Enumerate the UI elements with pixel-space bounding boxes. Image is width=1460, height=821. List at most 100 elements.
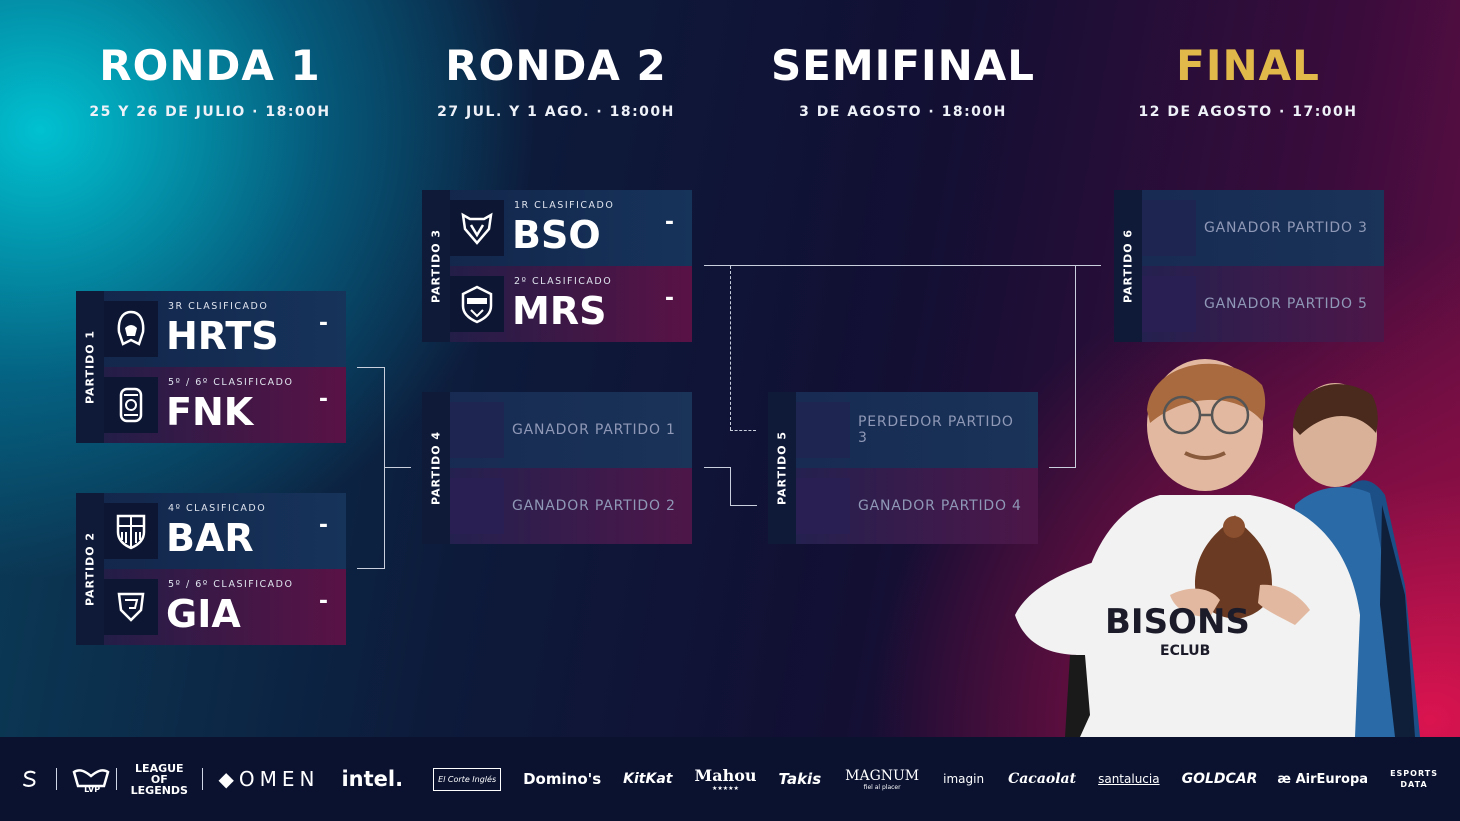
match-slot-bottom[interactable]: GANADOR PARTIDO 2 <box>422 468 692 544</box>
team-logo-gia <box>104 579 158 635</box>
match-label: PARTIDO 3 <box>422 190 450 342</box>
jersey-text: BISONS <box>1105 602 1250 642</box>
team-abbr: HRTS <box>166 314 279 358</box>
match-slot-top[interactable]: PERDEDOR PARTIDO 3 <box>768 392 1038 468</box>
final-header: FINAL 12 DE AGOSTO · 17:00H <box>1078 40 1418 120</box>
aireuropa-logo: æ AirEuropa <box>1277 771 1369 787</box>
intel-logo: intel. <box>341 767 404 791</box>
santalucia-logo: santalucia <box>1098 772 1160 786</box>
slot-placeholder-text: GANADOR PARTIDO 3 <box>1204 220 1368 236</box>
match-slot-bottom[interactable]: 5º / 6º CLASIFICADO GIA - <box>76 569 346 645</box>
slot-placeholder-text: GANADOR PARTIDO 1 <box>512 422 676 438</box>
superliga-logo <box>23 770 36 787</box>
semifinal-header: SEMIFINAL 3 DE AGOSTO · 18:00H <box>733 40 1073 120</box>
match-slot-bottom[interactable]: 5º / 6º CLASIFICADO FNK - <box>76 367 346 443</box>
bracket-connector <box>1075 265 1076 468</box>
match-slot-bottom[interactable]: 2º CLASIFICADO MRS - <box>422 266 692 342</box>
bracket-connector <box>730 505 757 506</box>
bracket-connector <box>384 367 385 569</box>
team-seed: 5º / 6º CLASIFICADO <box>168 377 294 388</box>
team-score: - <box>664 210 674 235</box>
team-score: - <box>664 286 674 311</box>
loser-connector <box>730 266 731 430</box>
team-logo-hrts <box>104 301 158 357</box>
round-date: 3 DE AGOSTO · 18:00H <box>799 104 1007 120</box>
goldcar-logo: GOLDCAR <box>1181 771 1258 787</box>
round-title: FINAL <box>1176 41 1320 90</box>
el-corte-ingles-logo: El Corte Inglés <box>433 767 502 791</box>
match-slot-top[interactable]: GANADOR PARTIDO 1 <box>422 392 692 468</box>
team-logo-placeholder <box>796 402 850 458</box>
bracket-connector <box>730 467 731 506</box>
round-title: SEMIFINAL <box>770 41 1036 90</box>
kitkat-logo: KitKat <box>623 771 673 787</box>
players-image: BISONS ECLUB <box>1015 359 1420 737</box>
sponsors-bar: LVP LEAGUE OF LEGENDS ◆OMEN intel. El Co… <box>0 737 1460 821</box>
shield-icon <box>117 592 145 622</box>
slot-placeholder-text: GANADOR PARTIDO 2 <box>512 498 676 514</box>
bracket-connector <box>357 367 385 368</box>
team-score: - <box>318 387 328 412</box>
team-score: - <box>318 589 328 614</box>
team-seed: 3R CLASIFICADO <box>168 301 269 312</box>
match-label: PARTIDO 2 <box>76 493 104 645</box>
bracket-connector <box>357 568 385 569</box>
divider <box>116 768 117 790</box>
bracket-connector <box>704 265 1101 266</box>
team-seed: 5º / 6º CLASIFICADO <box>168 579 294 590</box>
round-date: 27 JUL. Y 1 AGO. · 18:00H <box>437 104 675 120</box>
bracket-connector <box>384 467 411 468</box>
lvp-icon <box>72 769 110 788</box>
team-abbr: BAR <box>166 516 254 560</box>
esports-data-logo: ESPORTS DATA <box>1390 769 1438 789</box>
team-logo-bar <box>104 503 158 559</box>
match-label: PARTIDO 5 <box>768 392 796 544</box>
match-label: PARTIDO 6 <box>1114 190 1142 342</box>
team-abbr: FNK <box>166 390 254 434</box>
team-logo-bso <box>450 200 504 256</box>
round-2-header: RONDA 2 27 JUL. Y 1 AGO. · 18:00H <box>386 40 726 120</box>
team-logo-mrs <box>450 276 504 332</box>
round-1-header: RONDA 1 25 Y 26 DE JULIO · 18:00H <box>40 40 380 120</box>
team-seed: 2º CLASIFICADO <box>514 276 613 287</box>
lvp-logo: LVP <box>72 765 110 794</box>
imagin-logo: imagin <box>943 772 985 786</box>
jersey-subtext: ECLUB <box>1160 643 1210 659</box>
match-slot-top[interactable]: 1R CLASIFICADO BSO - <box>422 190 692 266</box>
team-abbr: MRS <box>512 289 607 333</box>
team-abbr: GIA <box>166 592 241 636</box>
match-slot-top[interactable]: 4º CLASIFICADO BAR - <box>76 493 346 569</box>
divider <box>201 768 203 790</box>
slot-placeholder-text: GANADOR PARTIDO 5 <box>1204 296 1368 312</box>
round-date: 12 DE AGOSTO · 17:00H <box>1138 104 1358 120</box>
match-label: PARTIDO 1 <box>76 291 104 443</box>
team-logo-placeholder <box>450 478 504 534</box>
magnum-logo: MAGNUM fiel al placer <box>845 767 920 791</box>
team-logo-placeholder <box>1142 200 1196 256</box>
round-title: RONDA 2 <box>445 41 667 90</box>
bracket-connector <box>704 467 731 468</box>
round-title: RONDA 1 <box>99 41 321 90</box>
bracket-connector <box>1049 467 1076 468</box>
team-logo-placeholder <box>796 478 850 534</box>
match-label: PARTIDO 4 <box>422 392 450 544</box>
cacaolat-logo: Cacaolat <box>1008 771 1077 787</box>
takis-logo: Takis <box>778 770 822 788</box>
hooded-icon <box>117 310 145 346</box>
league-of-legends-logo: LEAGUE OF LEGENDS <box>130 761 188 797</box>
slot-placeholder-text: GANADOR PARTIDO 4 <box>858 498 1022 514</box>
team-seed: 1R CLASIFICADO <box>514 200 615 211</box>
slot-placeholder-text: PERDEDOR PARTIDO 3 <box>858 414 1014 446</box>
loser-connector <box>730 430 756 431</box>
match-slot-bottom[interactable]: GANADOR PARTIDO 5 <box>1114 266 1384 342</box>
team-logo-placeholder <box>450 402 504 458</box>
bull-icon <box>461 212 493 245</box>
match-slot-top[interactable]: 3R CLASIFICADO HRTS - <box>76 291 346 367</box>
team-logo-placeholder <box>1142 276 1196 332</box>
team-abbr: BSO <box>512 213 601 257</box>
match-slot-bottom[interactable]: GANADOR PARTIDO 4 <box>768 468 1038 544</box>
crest-icon <box>119 387 143 423</box>
team-score: - <box>318 311 328 336</box>
match-slot-top[interactable]: GANADOR PARTIDO 3 <box>1114 190 1384 266</box>
riders-helmet-icon <box>461 285 493 324</box>
